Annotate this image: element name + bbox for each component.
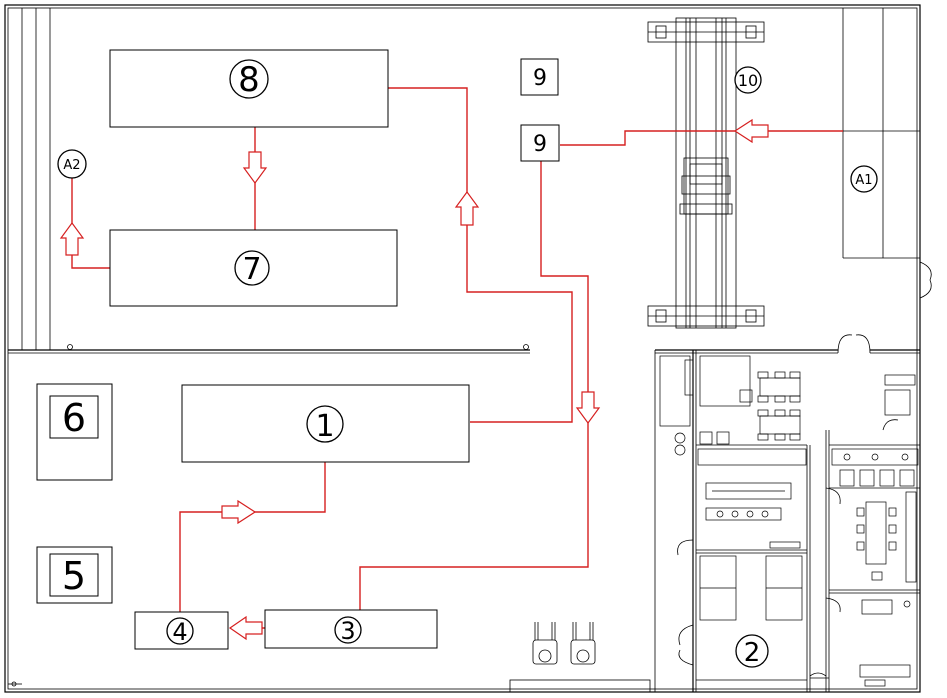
arrow-up-path	[454, 190, 480, 226]
material-flow-lines	[71, 87, 843, 629]
station-4-label: 4	[172, 618, 187, 646]
office-block	[654, 334, 920, 692]
forklift-icon	[570, 622, 596, 665]
station-3-label: 3	[340, 617, 355, 645]
station-9b-label: 9	[533, 132, 547, 157]
outer-walls	[4, 4, 932, 693]
station-9-top: 9	[520, 58, 559, 96]
arrow-right-1-4	[221, 499, 257, 525]
loading-dock	[509, 679, 651, 693]
arrow-down-path	[575, 391, 601, 425]
station-6: 6	[36, 383, 113, 481]
station-8: 8	[109, 49, 389, 128]
access-point-a2: A2	[57, 149, 87, 179]
station-10-label: 10	[738, 71, 758, 90]
arrow-up-a2	[59, 221, 85, 256]
arrow-left-3-4	[228, 615, 263, 641]
forklift-icon	[532, 622, 558, 665]
station-10: 10	[734, 66, 762, 94]
station-3: 3	[264, 609, 438, 649]
station-2-label: 2	[744, 638, 761, 668]
station-4: 4	[134, 611, 229, 650]
overhead-crane	[647, 17, 765, 329]
arrow-left-a1	[733, 118, 769, 144]
station-8-label: 8	[238, 60, 260, 100]
station-9a-label: 9	[533, 66, 547, 91]
station-6-label: 6	[62, 396, 86, 440]
station-2: 2	[735, 634, 769, 668]
station-5-label: 5	[62, 554, 86, 598]
access-a2-label: A2	[63, 158, 80, 173]
station-1-label: 1	[315, 409, 334, 444]
access-point-a1: A1	[850, 165, 878, 193]
station-5: 5	[36, 546, 113, 604]
station-1: 1	[181, 384, 470, 463]
station-9-bottom: 9	[520, 124, 560, 162]
station-7-label: 7	[242, 252, 261, 287]
station-7: 7	[109, 229, 398, 307]
arrow-down-8-7	[242, 151, 268, 185]
access-a1-label: A1	[855, 173, 872, 188]
flow-arrows	[59, 118, 769, 641]
